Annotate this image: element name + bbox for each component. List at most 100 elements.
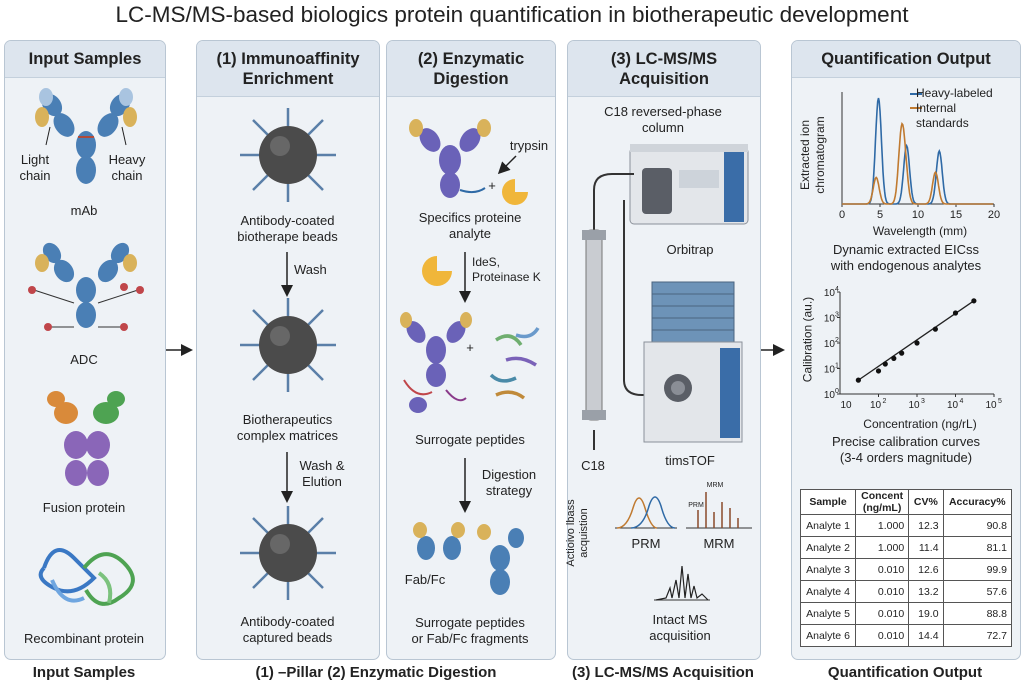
- y-tick-label: 10: [824, 314, 836, 325]
- eic-ylabel: Extracted ion chromatogram: [798, 116, 827, 194]
- panel-header: (2) Enzymatic Digestion: [387, 41, 555, 97]
- table-cell: 0.010: [855, 580, 910, 603]
- digested-antibody-icon: [400, 312, 540, 413]
- timstof-instrument-icon: [643, 281, 743, 443]
- fragments-label: Surrogate peptides or Fab/Fc fragments: [411, 615, 529, 646]
- fusion-protein-icon: [47, 391, 125, 486]
- column-label: C18 reversed-phase column: [604, 104, 722, 135]
- table-cell: Analyte 1: [799, 514, 857, 537]
- table-cell: 57.6: [942, 580, 1013, 603]
- recombinant-protein-icon: [38, 548, 135, 606]
- wash-label: Wash: [294, 262, 327, 277]
- calibration-point: [952, 310, 959, 316]
- panel-header: Input Samples: [5, 41, 165, 78]
- eic-legend-heavy: Heavy-labeled: [916, 86, 993, 100]
- calibration-point: [914, 340, 920, 346]
- table-cell: 1.000: [855, 536, 910, 559]
- mab-icon: [35, 88, 137, 184]
- table-cell: 12.3: [908, 514, 944, 537]
- cal-ylabel: Calibration (au.): [800, 296, 815, 383]
- acquisition-axis-label: Actioivo lbass acquistion: [565, 499, 590, 567]
- footer-digestion: (1) –Pillar (2) Enzymatic Digestion: [255, 664, 497, 681]
- prm-tag: PRM: [688, 502, 704, 509]
- calibration-point: [882, 361, 888, 367]
- table-cell: 88.8: [942, 602, 1013, 625]
- table-header-cell: Concent (ng/mL): [855, 489, 910, 515]
- y-tick-label: 10: [824, 365, 836, 376]
- adc-label: ADC: [70, 352, 98, 367]
- table-cell: 0.010: [855, 558, 910, 581]
- enzyme-icon: [502, 179, 528, 205]
- table-cell: 1.000: [855, 514, 910, 537]
- arrow-wash-elution: [281, 452, 293, 503]
- table-cell: Analyte 3: [799, 558, 857, 581]
- fab-fc-icon: [413, 522, 524, 595]
- strategy-label: Digestion strategy: [481, 467, 537, 498]
- table-cell: 12.6: [908, 558, 944, 581]
- y-tick-label: 10: [824, 339, 836, 350]
- mab-label: mAb: [70, 203, 98, 218]
- intact-ms-label: Intact MS acquisition: [649, 612, 711, 643]
- intact-ms-trace: [654, 565, 710, 601]
- x-tick-label: 10: [947, 400, 959, 411]
- table-cell: 0.010: [855, 602, 910, 625]
- x-tick-exponent: 3: [921, 398, 925, 405]
- table-cell: 72.7: [942, 624, 1013, 647]
- eic-caption: Dynamic extracted EICss with endogenous …: [830, 242, 982, 273]
- antibody-analyte-icon: [409, 119, 491, 198]
- orbitrap-label: Orbitrap: [666, 242, 714, 257]
- calibration-point: [899, 350, 905, 356]
- y-tick-label: 10: [824, 390, 836, 401]
- trypsin-label: trypsin: [509, 138, 549, 153]
- plus-sign: +: [466, 340, 474, 355]
- beads-label: Antibody-coated biotherape beads: [237, 213, 338, 244]
- mrm-label: MRM: [703, 536, 735, 551]
- x-tick-exponent: 2: [883, 398, 887, 405]
- table-cell: 90.8: [942, 514, 1013, 537]
- y-tick-exponent: 0: [835, 388, 839, 395]
- series-line-internal: [842, 121, 994, 205]
- panel-header: (3) LC-MS/MS Acquisition: [568, 41, 760, 97]
- fab-fc-label: Fab/Fc: [404, 572, 446, 587]
- footer-input: Input Samples: [32, 664, 136, 681]
- recombinant-protein-label: Recombinant protein: [24, 631, 144, 646]
- panel-header: (1) Immunoaffinity Enrichment: [197, 41, 379, 97]
- table-cell: 0.010: [855, 624, 910, 647]
- heavy-chain-label: Heavy chain: [108, 152, 146, 183]
- calibration-point: [875, 368, 882, 374]
- table-header-cell: Sample: [799, 489, 857, 515]
- x-tick-label: 10: [985, 400, 997, 411]
- complex-matrices-label: Biotherapeutics complex matrices: [236, 412, 339, 443]
- x-tick-exponent: 4: [960, 398, 964, 405]
- x-tick-label: 0: [839, 209, 845, 221]
- table-cell: Analyte 2: [799, 536, 857, 559]
- orbitrap-instrument-icon: [629, 144, 749, 225]
- table-cell: 81.1: [942, 536, 1013, 559]
- y-tick-exponent: 2: [835, 337, 839, 344]
- fusion-protein-label: Fusion protein: [42, 500, 126, 515]
- y-tick-label: 10: [824, 288, 836, 299]
- arrow-strategy: [459, 458, 471, 513]
- bead-icon: [240, 108, 336, 202]
- table-cell: 11.4: [908, 536, 944, 559]
- enzymes-label: IdeS, Proteinase K: [472, 255, 541, 284]
- x-tick-label: 20: [988, 209, 1000, 221]
- calibration-point: [855, 377, 861, 383]
- y-tick-exponent: 4: [835, 286, 839, 293]
- cal-caption: Precise calibration curves (3-4 orders m…: [831, 434, 981, 465]
- y-tick-exponent: 3: [835, 312, 839, 319]
- x-tick-label: 10: [912, 209, 924, 221]
- timstof-label: timsTOF: [665, 453, 715, 468]
- figure-title: LC-MS/MS-based biologics protein quantif…: [115, 2, 909, 27]
- calibration-point: [891, 355, 897, 361]
- panel-digestion: (2) Enzymatic Digestion: [386, 40, 556, 660]
- analyte-label: Specifics proteine analyte: [418, 210, 522, 241]
